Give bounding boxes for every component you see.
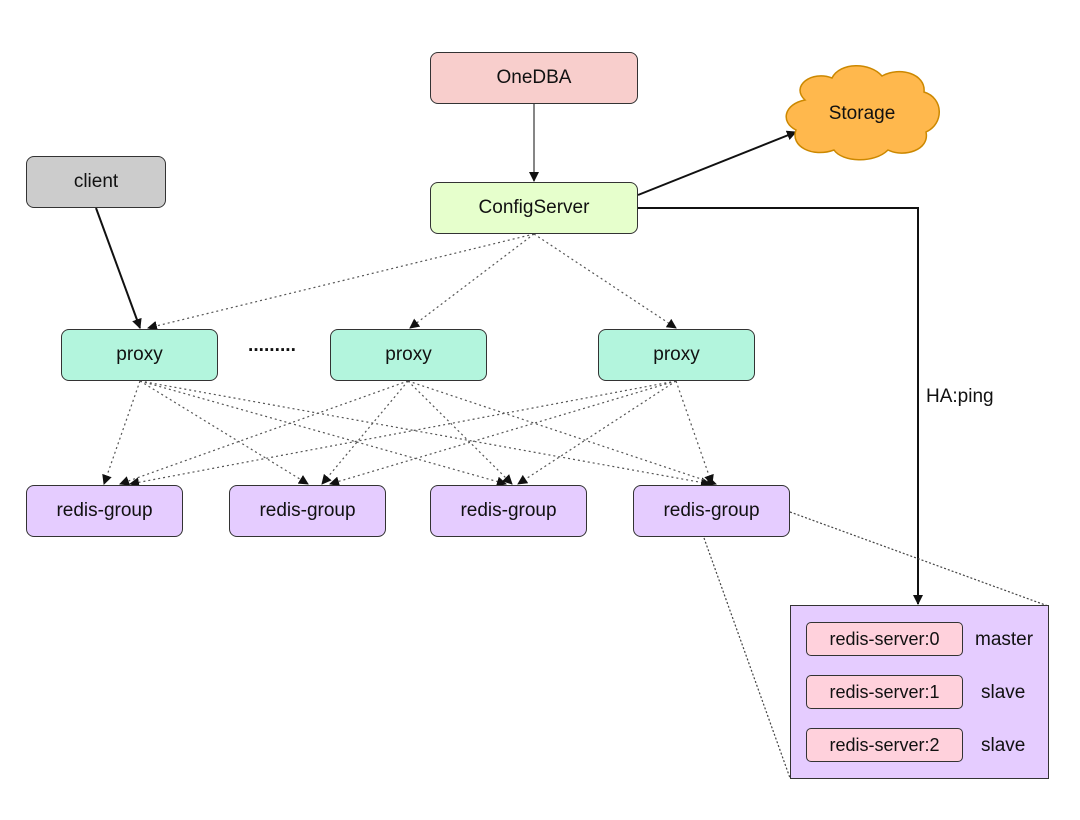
client-node: client	[26, 156, 166, 208]
redis-group-node-3: redis-group	[430, 485, 587, 537]
edge-ha-ping	[638, 207, 923, 605]
ha-ping-label: HA:ping	[926, 386, 994, 407]
edge-client-proxy	[95, 207, 142, 329]
client-label: client	[73, 171, 119, 192]
redis-group-label-3: redis-group	[460, 500, 557, 521]
edge-p3-rg2	[329, 380, 677, 487]
redis-server-0-label: redis-server:0	[829, 628, 940, 649]
redis-server-1-label: redis-server:1	[829, 681, 940, 702]
redis-group-label-1: redis-group	[56, 500, 153, 521]
redis-group-node-2: redis-group	[229, 485, 386, 537]
edge-p3-rg3	[517, 380, 677, 485]
configserver-proxy-edges	[147, 233, 677, 331]
proxy-node-1: proxy	[61, 329, 218, 381]
proxy-node-3: proxy	[598, 329, 755, 381]
zoom-line-bottom	[703, 537, 791, 779]
onedba-node: OneDBA	[430, 52, 638, 104]
onedba-label: OneDBA	[496, 67, 572, 88]
redis-server-2-role: slave	[981, 735, 1026, 756]
redis-server-0: redis-server:0	[806, 622, 963, 656]
redis-group-node-4: redis-group	[633, 485, 790, 537]
proxy-label-3: proxy	[653, 344, 700, 365]
edge-p2-rg3	[407, 380, 513, 485]
storage-cloud-shape	[785, 65, 940, 161]
edge-configserver-proxy-2	[409, 233, 535, 329]
edge-configserver-storage	[637, 130, 797, 196]
storage-label: Storage	[828, 103, 896, 124]
redis-server-2: redis-server:2	[806, 728, 963, 762]
edge-configserver-proxy-3	[533, 233, 677, 329]
redis-group-node-1: redis-group	[26, 485, 183, 537]
proxy-label-1: proxy	[116, 344, 163, 365]
redis-server-1: redis-server:1	[806, 675, 963, 709]
edge-configserver-proxy-1	[147, 233, 535, 331]
redis-server-1-role: slave	[981, 682, 1026, 703]
redis-server-2-label: redis-server:2	[829, 734, 940, 755]
redis-group-label-2: redis-group	[259, 500, 356, 521]
redis-group-label-4: redis-group	[663, 500, 760, 521]
edge-p1-rg4	[139, 380, 711, 488]
proxy-ellipsis: ·········	[248, 340, 297, 361]
configserver-label: ConfigServer	[478, 197, 590, 218]
edge-p2-rg1	[119, 380, 409, 486]
edge-p3-rg4	[675, 380, 714, 485]
zoom-line-top	[789, 511, 1049, 607]
edge-p1-rg1	[102, 380, 141, 485]
proxy-label-2: proxy	[385, 344, 432, 365]
edge-p3-rg1	[129, 380, 677, 488]
edge-p2-rg4	[407, 380, 717, 486]
edge-p1-rg3	[139, 380, 507, 487]
redis-server-0-role: master	[975, 629, 1034, 650]
edge-p2-rg2	[321, 380, 409, 485]
zoom-lines	[703, 511, 1049, 779]
proxy-redis-edges	[102, 380, 717, 488]
proxy-node-2: proxy	[330, 329, 487, 381]
configserver-node: ConfigServer	[430, 182, 638, 234]
